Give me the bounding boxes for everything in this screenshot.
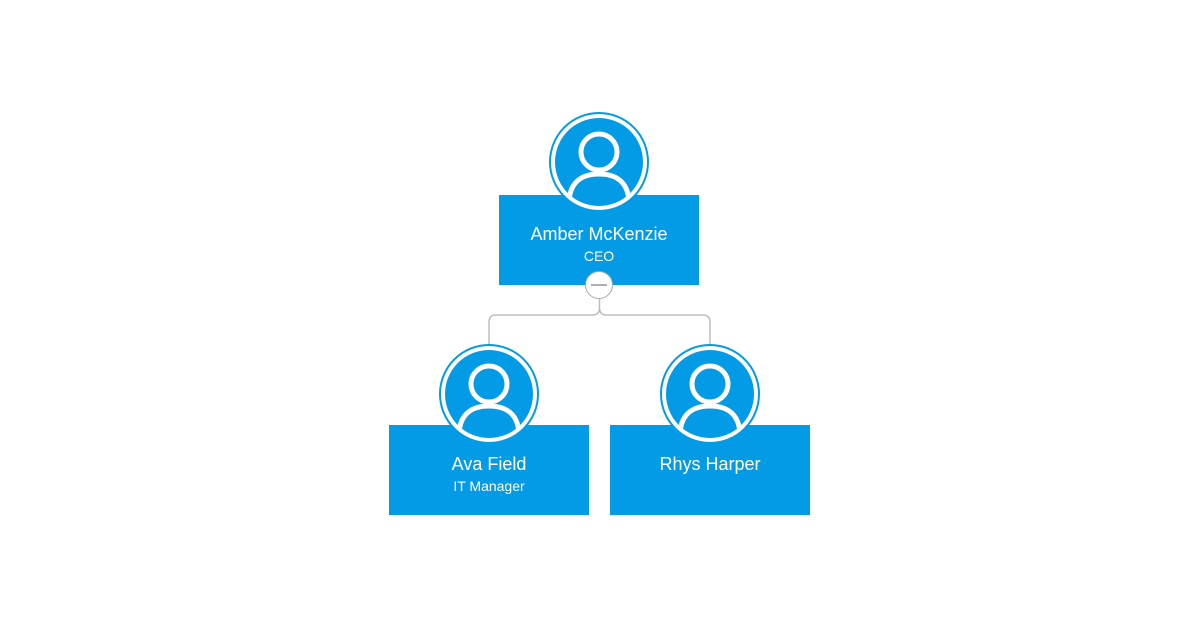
connector-root-to-children [488, 299, 711, 345]
node-name-child2: Rhys Harper [659, 454, 761, 474]
user-icon [456, 363, 522, 437]
avatar-root [549, 112, 649, 212]
user-icon [566, 131, 632, 205]
avatar-child2 [660, 344, 760, 444]
node-name-root: Amber McKenzie [530, 224, 668, 244]
node-title-root: CEO [583, 248, 615, 264]
node-card-ava-field[interactable]: Ava Field IT Manager [389, 425, 589, 515]
minus-icon [591, 284, 607, 286]
collapse-button-root[interactable] [585, 271, 613, 299]
avatar-child1 [439, 344, 539, 444]
user-icon [677, 363, 743, 437]
node-name-child1: Ava Field [451, 454, 527, 474]
node-title-child1: IT Manager [453, 478, 525, 494]
